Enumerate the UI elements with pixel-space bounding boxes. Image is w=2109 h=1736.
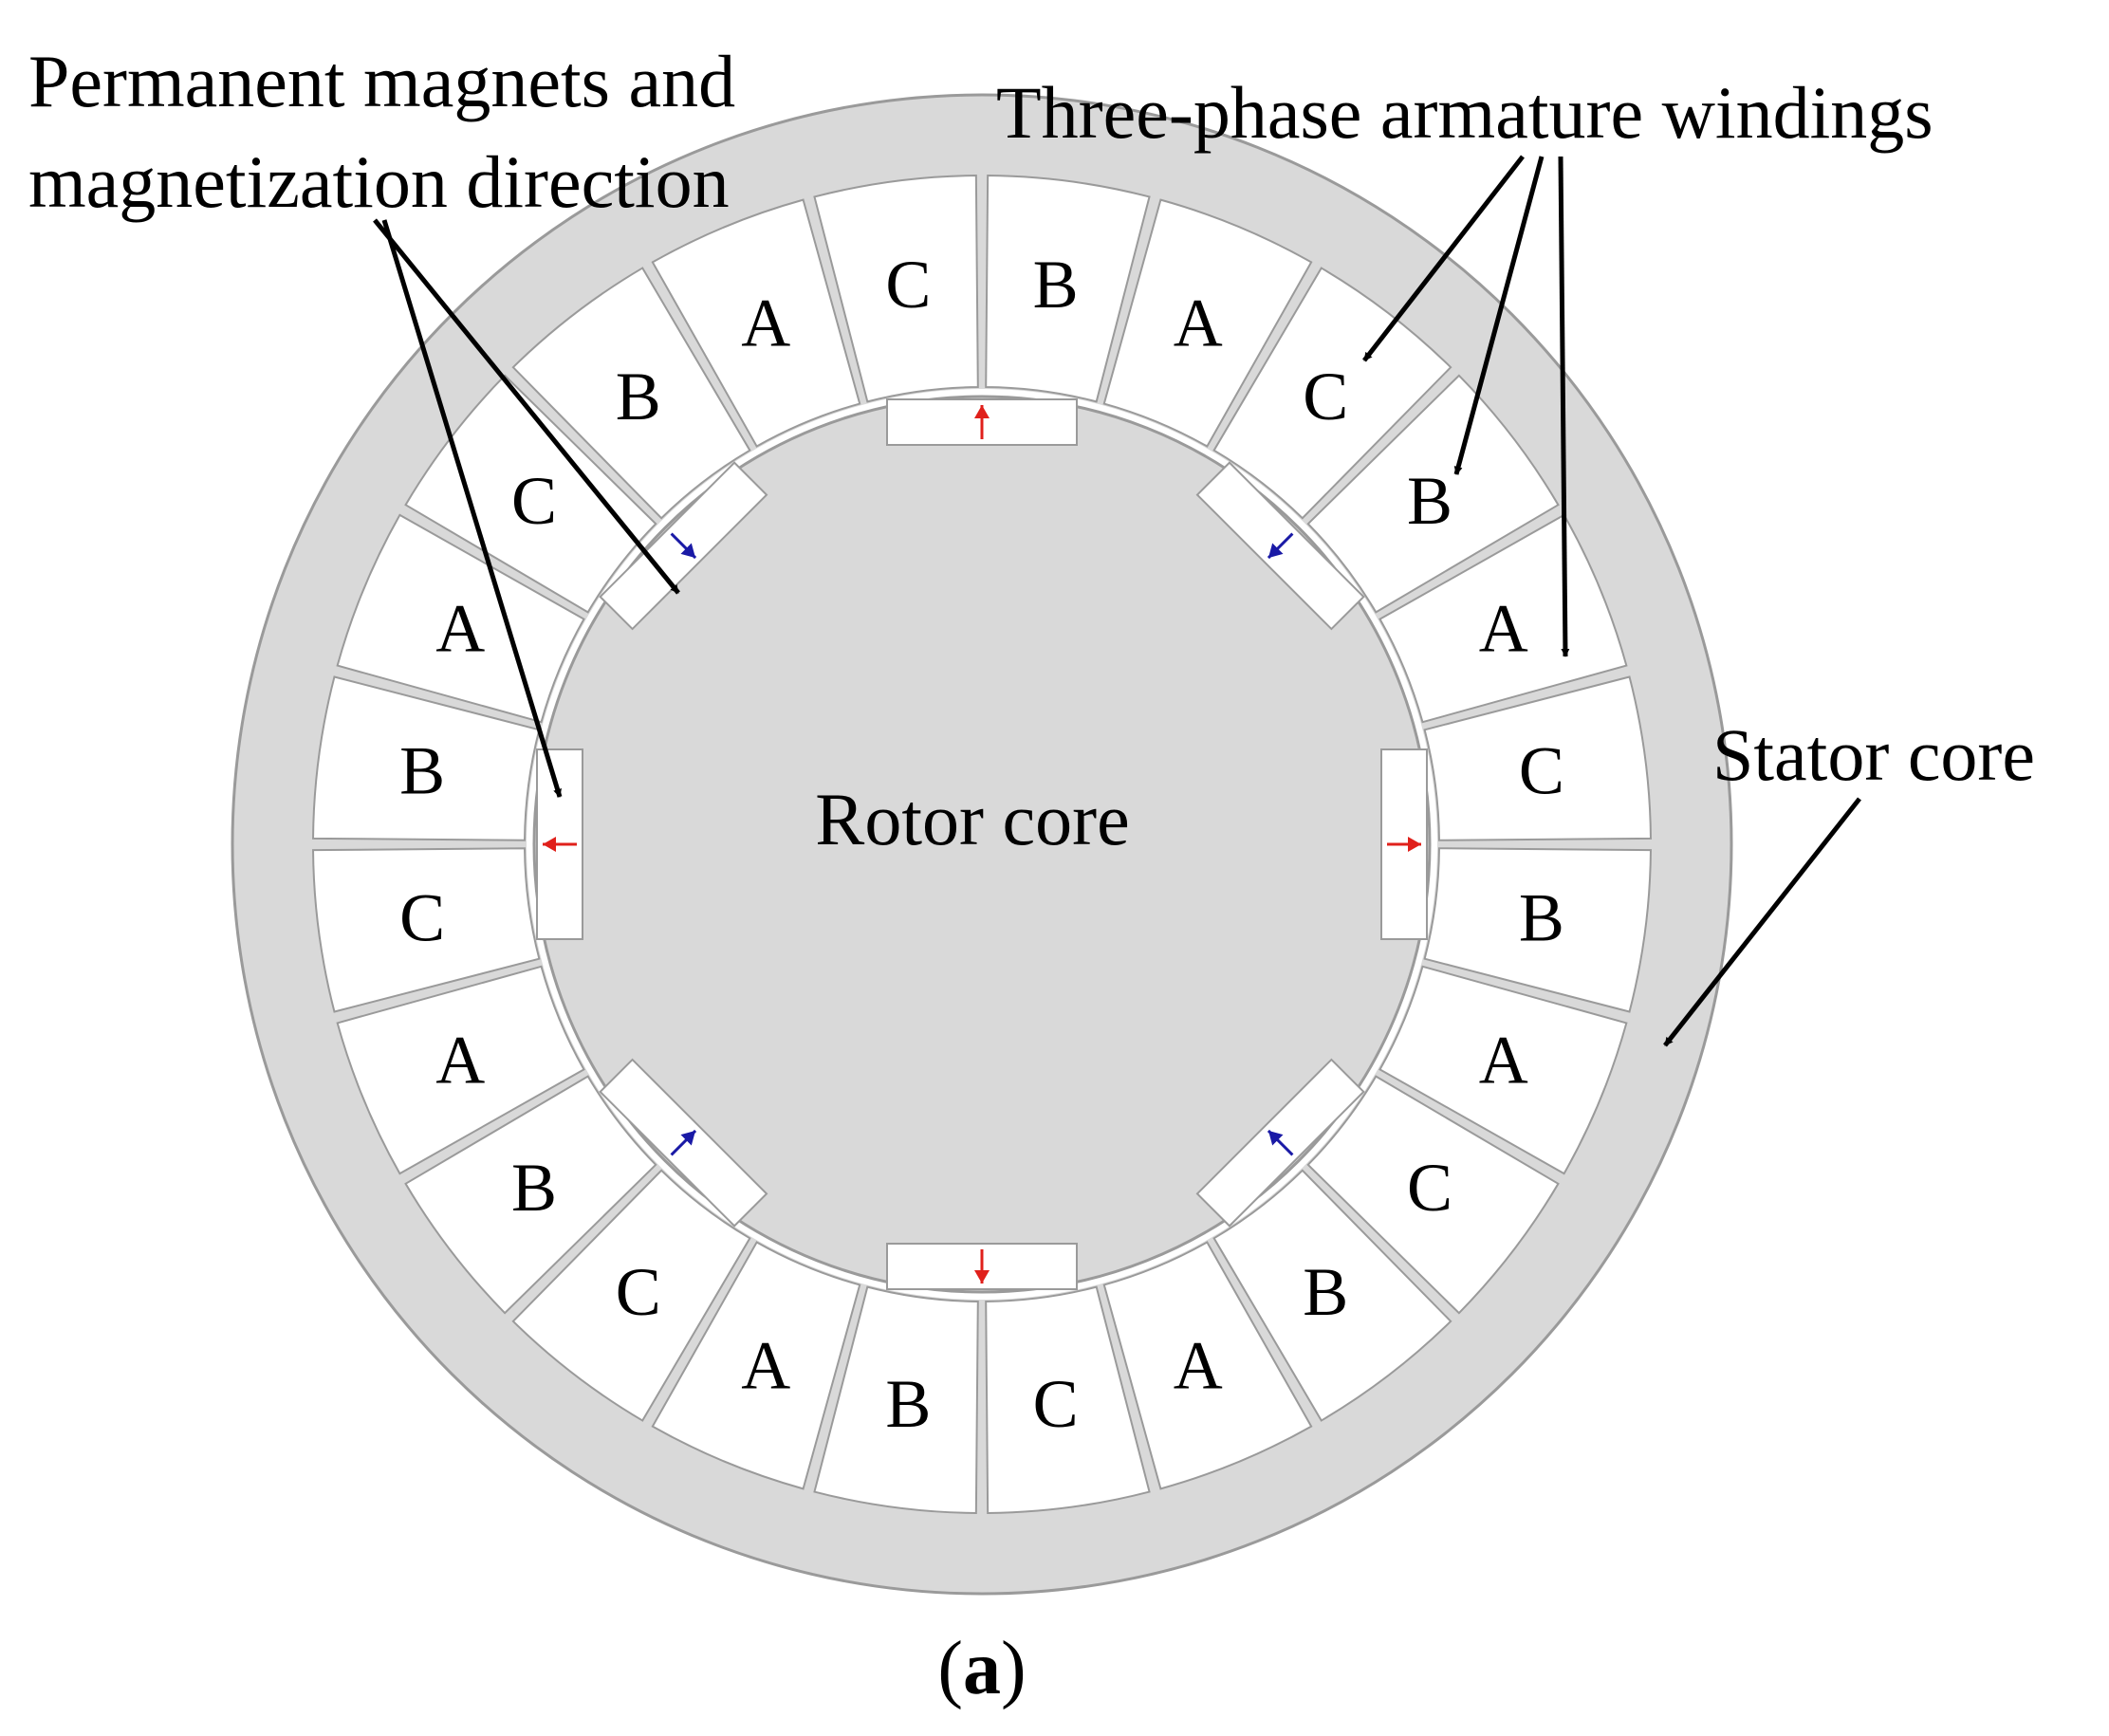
coil-slot — [404, 1075, 657, 1315]
winding-callout-arrow-1 — [1362, 155, 1525, 362]
coil-slot — [336, 965, 585, 1175]
coil-phase-label: C — [1407, 1150, 1452, 1226]
coil-slot — [1102, 1241, 1313, 1490]
coil-phase-label: C — [1033, 1366, 1079, 1442]
coil-phase-label: B — [511, 1150, 557, 1226]
coil-slot — [1306, 374, 1560, 614]
figure-caption: (a) — [937, 1627, 1026, 1710]
magnetization-arrow-head — [680, 1130, 696, 1146]
coil-slot — [404, 374, 657, 614]
winding-callout-arrow-2 — [1453, 156, 1545, 475]
winding-callout-arrow-3 — [1558, 156, 1570, 657]
coil-phase-label: A — [741, 1328, 790, 1404]
coil-slot — [813, 175, 979, 403]
magnetization-arrow-head — [543, 837, 556, 852]
permanent-magnets-label-line1: Permanent magnets and — [28, 40, 735, 122]
permanent-magnet — [536, 748, 583, 940]
coil-phase-label: B — [1303, 1254, 1348, 1330]
coil-phase-label: B — [399, 732, 445, 808]
coil-slot — [985, 175, 1151, 403]
coil-slot — [1306, 1075, 1560, 1315]
stator-callout-arrow — [1663, 797, 1861, 1047]
coil-phase-label: A — [435, 590, 485, 666]
coil-slot — [651, 198, 861, 448]
magnetization-arrow-head — [1267, 543, 1284, 559]
coil-phase-label: A — [1174, 285, 1223, 360]
coil-phase-label: B — [885, 1366, 931, 1442]
coil-phase-label: A — [741, 285, 790, 360]
permanent-magnet — [886, 1243, 1078, 1290]
permanent-magnet — [599, 1058, 768, 1228]
coil-slot — [511, 267, 751, 520]
coil-phase-label: C — [885, 247, 931, 323]
coil-phase-label: B — [1407, 463, 1452, 539]
permanent-magnets — [536, 398, 1428, 1290]
coil-slot — [1423, 847, 1652, 1013]
magnet-callout-arrow-1 — [373, 218, 680, 595]
coil-slot — [1423, 675, 1652, 841]
coil-slot — [1102, 198, 1313, 448]
coil-phase-label: C — [616, 1254, 661, 1330]
coil-slot — [312, 675, 541, 841]
callout-arrows — [373, 155, 1861, 1047]
stator-core-label: Stator core — [1712, 713, 2035, 796]
coil-phase-label: C — [399, 880, 445, 956]
coil-phase-label: B — [1033, 247, 1079, 323]
magnetization-arrow-head — [974, 1270, 990, 1284]
magnetization-arrow-head — [680, 543, 696, 559]
rotor-core — [532, 395, 1432, 1294]
magnetization-arrow-head — [974, 405, 990, 418]
coil-phase-label: B — [616, 359, 661, 434]
coil-phase-label: C — [1519, 732, 1564, 808]
rotor-core-label: Rotor core — [815, 778, 1129, 860]
permanent-magnet — [886, 398, 1078, 446]
magnetization-arrow-head — [1267, 1130, 1284, 1146]
coil-slot — [312, 847, 541, 1013]
coil-slot — [651, 1241, 861, 1490]
coil-slot — [985, 1285, 1151, 1514]
coil-slot — [511, 1169, 751, 1422]
coil-phase-label: B — [1519, 880, 1564, 956]
permanent-magnet — [599, 461, 768, 631]
coil-slot — [813, 1285, 979, 1514]
magnet-callout-arrow-2 — [381, 219, 563, 798]
coil-phase-label: A — [1479, 1023, 1528, 1099]
coil-phase-label: A — [435, 1023, 485, 1099]
coil-phase-label: C — [1303, 359, 1348, 434]
coil-phase-label: C — [511, 463, 557, 539]
coil-phase-label: A — [1174, 1328, 1223, 1404]
permanent-magnet — [1195, 461, 1365, 631]
coil-slot — [1378, 965, 1628, 1175]
armature-windings-label: Three-phase armature windings — [996, 71, 1933, 154]
magnetization-arrow-head — [1408, 837, 1421, 852]
coil-slot — [1212, 267, 1452, 520]
permanent-magnets-label-line2: magnetization direction — [28, 140, 730, 223]
coil-slot — [1212, 1169, 1452, 1422]
permanent-magnet — [1195, 1058, 1365, 1228]
permanent-magnet — [1380, 748, 1428, 940]
coil-phase-label: A — [1479, 590, 1528, 666]
